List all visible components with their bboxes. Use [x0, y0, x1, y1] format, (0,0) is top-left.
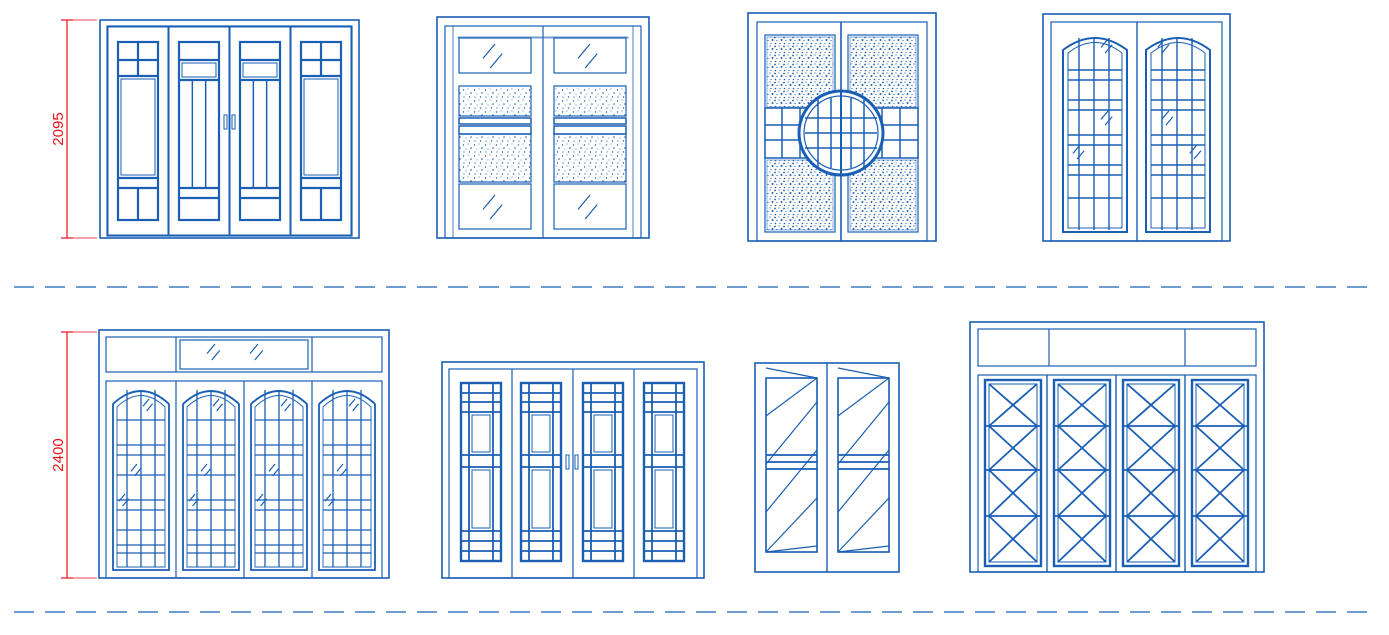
door-elevations	[98, 12, 1265, 579]
door-double-arched-grid	[1042, 13, 1231, 242]
door-double-hatched-glass	[754, 362, 900, 573]
dimension-lines: 2095 2400	[50, 19, 97, 579]
door-four-leaf-grid	[441, 361, 705, 579]
door-four-leaf-xbrace-transom	[969, 321, 1265, 573]
separator-lines	[14, 286, 1375, 613]
door-four-leaf-panel	[99, 19, 360, 239]
dimension-row2: 2400	[50, 331, 97, 579]
dimension-label: 2400	[50, 438, 67, 471]
door-double-glass-speckled	[436, 16, 650, 239]
door-double-moon-gate	[747, 12, 937, 242]
dimension-label: 2095	[50, 112, 67, 145]
dimension-row1: 2095	[50, 19, 97, 239]
door-four-leaf-arched-transom	[98, 329, 390, 579]
